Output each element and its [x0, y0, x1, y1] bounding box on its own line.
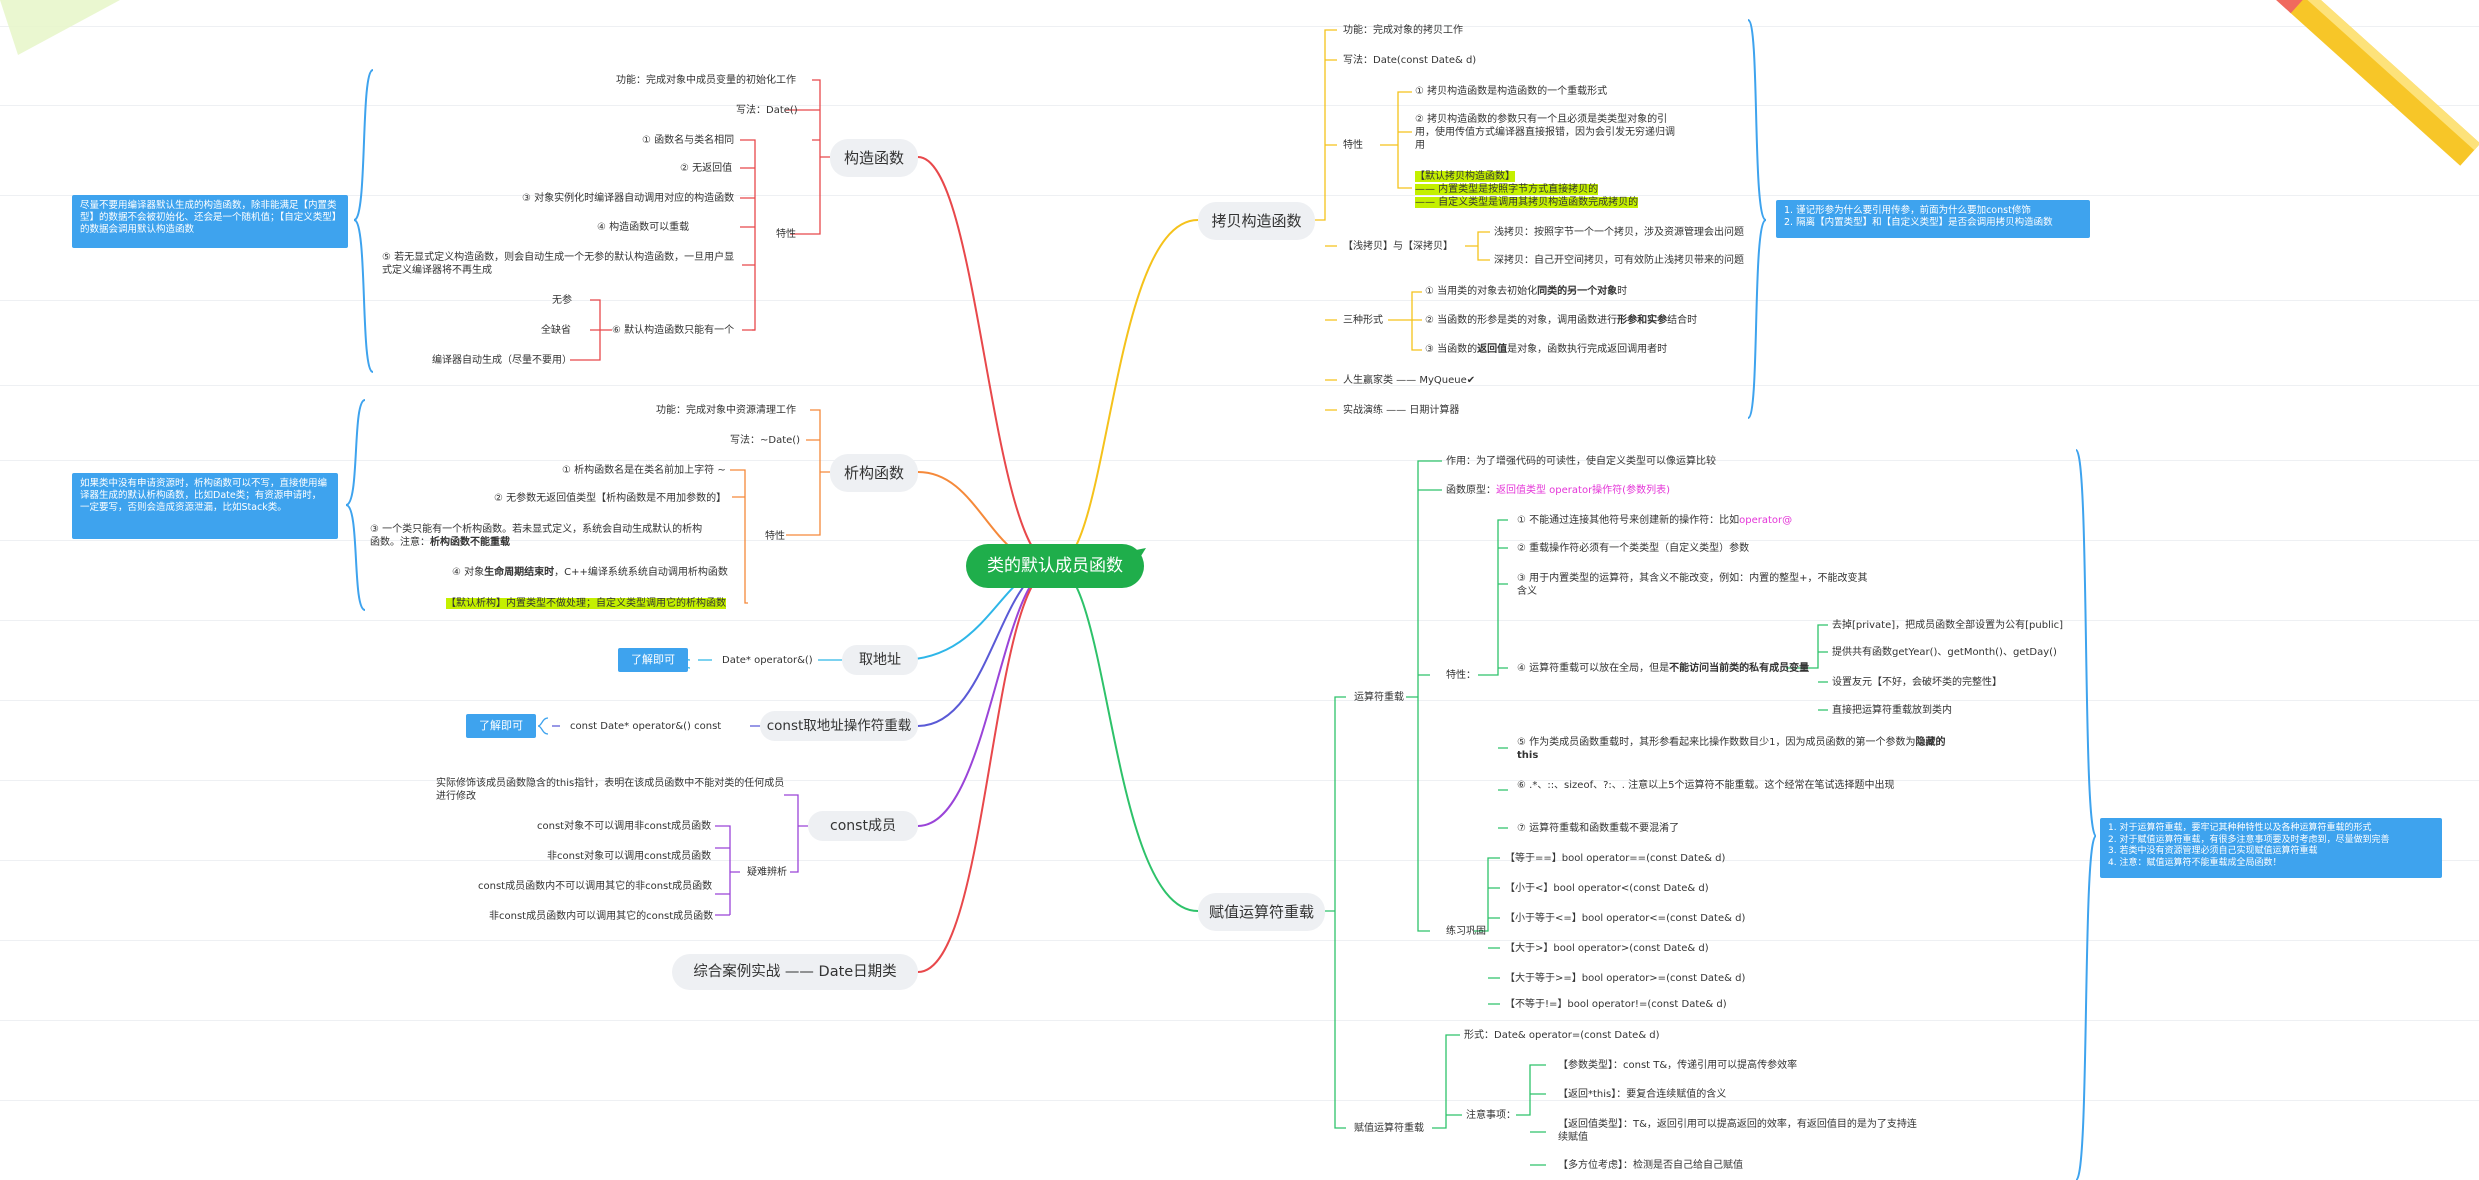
destructor-syntax: 写法：~Date()	[730, 435, 801, 446]
assign-solution-3: 设置友元【不好，会破坏类的完整性】	[1832, 677, 2002, 688]
copy-func: 功能：完成对象的拷贝工作	[1343, 25, 1463, 36]
constructor-trait-2: ② 无返回值	[680, 163, 733, 174]
destructor-trait-4: ④ 对象生命周期结束时，C++编译系统系统自动调用析构函数	[452, 567, 728, 578]
assign-practice-label: 练习巩固	[1446, 926, 1486, 937]
copy-deep: 深拷贝：自己开空间拷贝，可有效防止浅拷贝带来的问题	[1494, 255, 1744, 266]
assign-trait-7: ⑦ 运算符重载和函数重载不要混淆了	[1517, 823, 1680, 834]
root-topic[interactable]: 类的默认成员函数	[966, 544, 1144, 588]
copy-syntax: 写法：Date(const Date& d)	[1343, 55, 1477, 66]
assign-trait-1: ① 不能通过连接其他符号来创建新的操作符：比如operator@	[1517, 515, 1793, 526]
assign-exercise-3: 【小于等于<=】bool operator<=(const Date& d)	[1505, 913, 1746, 924]
constructor-trait-3: ③ 对象实例化时编译器自动调用对应的构造函数	[522, 193, 735, 204]
assign-exercise-6: 【不等于!=】bool operator!=(const Date& d)	[1505, 999, 1727, 1010]
const-member-q1: const对象不可以调用非const成员函数	[537, 821, 712, 832]
destructor-trait-3: ③ 一个类只能有一个析构函数。若未显式定义，系统会自动生成默认的析构函数。注意：…	[370, 524, 703, 548]
topic-copy-constructor[interactable]: 拷贝构造函数	[1198, 202, 1315, 240]
const-address-signature: const Date* operator&() const	[570, 721, 722, 732]
constructor-note[interactable]: 尽量不要用编译器默认生成的构造函数，除非能满足【内置类型】的数据不会被初始化、还…	[72, 195, 348, 248]
constructor-default-1: 无参	[552, 295, 572, 306]
destructor-trait-5: 【默认析构】内置类型不做处理；自定义类型调用它的析构函数	[446, 598, 726, 609]
const-member-desc: 实际修饰该成员函数隐含的this指针，表明在该成员函数中不能对类的任何成员进行修…	[436, 778, 785, 802]
assign-trait-3: ③ 用于内置类型的运算符，其含义不能改变，例如：内置的整型+，不能改变其含义	[1517, 573, 1868, 597]
copy-practice: 实战演练 —— 日期计算器	[1343, 405, 1460, 416]
assign-note[interactable]: 1. 对于运算符重载，要牢记其种种特性以及各种运算符重载的形式 2. 对于赋值运…	[2100, 818, 2442, 878]
destructor-trait-2: ② 无参数无返回值类型【析构函数是不用加参数的】	[494, 493, 727, 504]
assign-attention: 注意事项：	[1466, 1110, 1516, 1121]
constructor-syntax: 写法：Date()	[736, 105, 798, 116]
copy-shallow: 浅拷贝：按照字节一个一个拷贝，涉及资源管理会出问题	[1494, 227, 1744, 238]
constructor-trait-1: ① 函数名与类名相同	[642, 135, 735, 146]
copy-default-2: —— 内置类型是按照字节方式直接拷贝的	[1415, 184, 1599, 195]
destructor-trait-1: ① 析构函数名是在类名前加上字符 ~	[562, 465, 726, 476]
assign-trait-2: ② 重载操作符必须有一个类类型（自定义类型）参数	[1517, 543, 1750, 554]
assign-trait-6: ⑥ .*、::、sizeof、?:、. 注意以上5个运算符不能重载。这个经常在笔…	[1517, 780, 1895, 791]
topic-assign-operator[interactable]: 赋值运算符重载	[1198, 893, 1325, 931]
copy-forms-label: 三种形式	[1343, 315, 1383, 326]
assign-traits-label: 特性：	[1446, 670, 1476, 681]
assign-trait-5: ⑤ 作为类成员函数重载时，其形参看起来比操作数数目少1，因为成员函数的第一个参数…	[1517, 737, 1946, 761]
assign-attention-3: 【返回值类型】：T&，返回引用可以提高返回的效率，有返回值目的是为了支持连续赋值	[1558, 1119, 1917, 1143]
constructor-traits-label: 特性	[776, 229, 796, 240]
assign-op-label: 运算符重载	[1354, 692, 1404, 703]
assign-trait-4: ④ 运算符重载可以放在全局，但是不能访问当前类的私有成员变量	[1517, 663, 1810, 674]
constructor-trait-6: ⑥ 默认构造函数只能有一个	[612, 325, 735, 336]
copy-default-3: —— 自定义类型是调用其拷贝构造函数完成拷贝的	[1415, 197, 1639, 208]
copy-form-2: ② 当函数的形参是类的对象，调用函数进行形参和实参结合时	[1425, 315, 1698, 326]
topic-summary[interactable]: 综合案例实战 —— Date日期类	[672, 954, 918, 990]
const-member-label: 疑难辨析	[747, 867, 787, 878]
assign-form: 形式：Date& operator=(const Date& d)	[1464, 1030, 1660, 1041]
assign-solution-2: 提供共有函数getYear()、getMonth()、getDay()	[1832, 647, 2057, 658]
assign-attention-4: 【多方位考虑】：检测是否自己给自己赋值	[1558, 1160, 1743, 1171]
copy-default-1: 【默认拷贝构造函数】	[1415, 171, 1515, 182]
assign-exercise-5: 【大于等于>=】bool operator>=(const Date& d)	[1505, 973, 1746, 984]
assign-exercise-2: 【小于<】bool operator<(const Date& d)	[1505, 883, 1709, 894]
copy-form-1: ① 当用类的对象去初始化同类的另一个对象时	[1425, 286, 1628, 297]
assign-exercise-4: 【大于>】bool operator>(const Date& d)	[1505, 943, 1709, 954]
copy-trait-2: ② 拷贝构造函数的参数只有一个且必须是类类型对象的引用，使用传值方式编译器直接报…	[1415, 114, 1675, 151]
constructor-default-2: 全缺省	[541, 325, 571, 336]
const-address-tag[interactable]: 了解即可	[466, 714, 536, 738]
const-member-q3: const成员函数内不可以调用其它的非const成员函数	[478, 881, 713, 892]
destructor-func: 功能：完成对象中资源清理工作	[656, 405, 796, 416]
topic-destructor[interactable]: 析构函数	[830, 454, 918, 492]
assign-exercise-1: 【等于==】bool operator==(const Date& d)	[1505, 853, 1726, 864]
topic-constructor[interactable]: 构造函数	[830, 139, 918, 177]
constructor-func: 功能：完成对象中成员变量的初始化工作	[616, 75, 796, 86]
assign-proto: 函数原型：返回值类型 operator操作符(参数列表)	[1446, 485, 1670, 496]
topic-const-member[interactable]: const成员	[808, 811, 918, 841]
copy-note[interactable]: 1. 谨记形参为什么要引用传参，前面为什么要加const修饰 2. 隔离【内置类…	[1776, 200, 2090, 238]
constructor-trait-4: ④ 构造函数可以重载	[597, 222, 690, 233]
topic-const-address[interactable]: const取地址操作符重载	[760, 711, 918, 741]
assign-assign-label: 赋值运算符重载	[1354, 1123, 1424, 1134]
const-member-q2: 非const对象可以调用const成员函数	[547, 851, 712, 862]
constructor-trait-5: ⑤ 若无显式定义构造函数，则会自动生成一个无参的默认构造函数，一旦用户显式定义编…	[382, 252, 735, 276]
copy-trait-1: ① 拷贝构造函数是构造函数的一个重载形式	[1415, 86, 1608, 97]
root-marker-icon-right	[1136, 548, 1146, 556]
copy-traits-label: 特性	[1343, 140, 1363, 151]
assign-attention-1: 【参数类型】：const T&，传递引用可以提高传参效率	[1558, 1060, 1798, 1071]
address-signature: Date* operator&()	[722, 655, 813, 666]
copy-form-3: ③ 当函数的返回值是对象，函数执行完成返回调用者时	[1425, 344, 1668, 355]
const-member-q4: 非const成员函数内可以调用其它的const成员函数	[489, 911, 714, 922]
assign-solution-4: 直接把运算符重载放到类内	[1832, 705, 1952, 716]
root-marker-icon	[982, 548, 990, 556]
address-tag[interactable]: 了解即可	[618, 648, 688, 672]
assign-role: 作用：为了增强代码的可读性，使自定义类型可以像运算比较	[1446, 456, 1716, 467]
topic-address[interactable]: 取地址	[842, 645, 918, 675]
assign-attention-2: 【返回*this】：要复合连续赋值的含义	[1558, 1089, 1727, 1100]
destructor-traits-label: 特性	[765, 531, 785, 542]
copy-shallow-deep: 【浅拷贝】与【深拷贝】	[1343, 241, 1453, 252]
assign-solution-1: 去掉[private]，把成员函数全部设置为公有[public]	[1832, 620, 2064, 631]
constructor-default-3: 编译器自动生成（尽量不要用）	[432, 355, 572, 366]
copy-life: 人生赢家类 —— MyQueue✔	[1343, 375, 1476, 386]
destructor-note[interactable]: 如果类中没有申请资源时，析构函数可以不写，直接使用编译器生成的默认析构函数，比如…	[72, 473, 338, 539]
